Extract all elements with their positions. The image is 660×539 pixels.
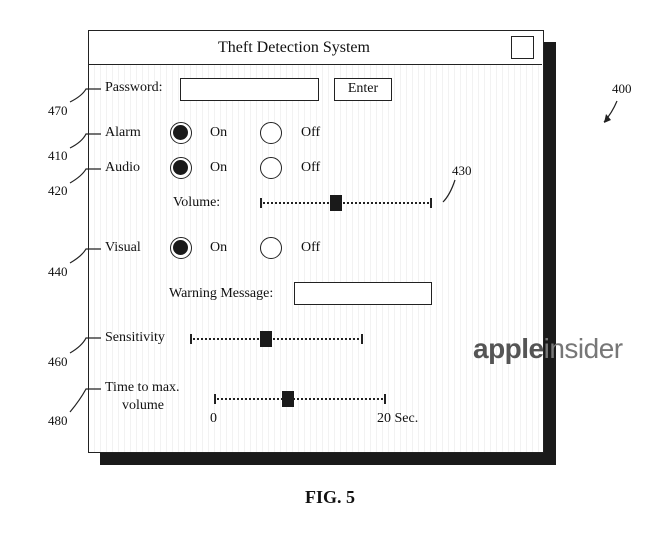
leader-460 [69, 337, 101, 354]
figure-caption: FIG. 5 [304, 487, 355, 507]
password-label: Password: [105, 80, 163, 95]
ref-430: 430 [452, 163, 472, 178]
alarm-off-radio[interactable] [260, 122, 282, 144]
audio-on-label: On [210, 160, 228, 175]
ref-410: 410 [48, 148, 68, 163]
warning-message-label: Warning Message: [169, 286, 274, 301]
sensitivity-slider-thumb[interactable] [260, 331, 273, 347]
leader-480 [69, 388, 101, 413]
sensitivity-slider-end-cap [361, 334, 363, 344]
time-to-max-slider-end-cap [384, 394, 386, 404]
appleinsider-watermark: appleinsider [473, 333, 623, 365]
volume-label: Volume: [173, 195, 221, 210]
ref-420: 420 [48, 183, 68, 198]
leader-410 [69, 133, 101, 149]
time-to-max-slider-thumb[interactable] [281, 391, 294, 407]
leader-430 [442, 179, 456, 203]
audio-label: Audio [105, 160, 140, 175]
arrowhead-400 [604, 114, 611, 123]
enter-button[interactable]: Enter [334, 78, 392, 101]
time-to-max-label-line2: volume [122, 398, 164, 413]
volume-slider-track [260, 202, 432, 206]
theft-detection-window: Theft Detection System Password: Enter A… [88, 30, 544, 453]
alarm-off-label: Off [301, 125, 321, 140]
sensitivity-slider-track [190, 338, 363, 342]
visual-off-radio[interactable] [260, 237, 282, 259]
window-title: Theft Detection System [218, 39, 370, 56]
volume-slider-end-cap [430, 198, 432, 208]
leader-470 [69, 88, 101, 103]
alarm-label: Alarm [105, 125, 141, 140]
volume-slider[interactable] [260, 193, 432, 213]
ref-480: 480 [48, 413, 68, 428]
time-to-max-label-line1: Time to max. [105, 380, 180, 395]
sensitivity-label: Sensitivity [105, 330, 165, 345]
time-to-max-slider[interactable] [214, 389, 386, 409]
audio-off-label: Off [301, 160, 321, 175]
audio-off-radio[interactable] [260, 157, 282, 179]
visual-on-label: On [210, 240, 228, 255]
password-field[interactable] [180, 78, 319, 101]
brand-part-1: apple [473, 333, 544, 364]
title-bar: Theft Detection System [89, 31, 542, 65]
leader-420 [69, 168, 101, 184]
audio-on-radio[interactable] [170, 157, 192, 179]
time-to-max-min-label: 0 [210, 411, 217, 426]
ref-440: 440 [48, 264, 68, 279]
sensitivity-slider[interactable] [190, 329, 363, 349]
ref-400: 400 [612, 81, 632, 96]
visual-label: Visual [105, 240, 141, 255]
leader-440 [69, 248, 101, 264]
visual-off-label: Off [301, 240, 321, 255]
alarm-on-radio[interactable] [170, 122, 192, 144]
time-to-max-max-label: 20 Sec. [377, 411, 419, 426]
alarm-on-label: On [210, 125, 228, 140]
warning-message-field[interactable] [294, 282, 432, 305]
window-close-box[interactable] [511, 36, 534, 59]
visual-on-radio[interactable] [170, 237, 192, 259]
brand-part-2: insider [543, 333, 623, 364]
volume-slider-thumb[interactable] [329, 195, 342, 211]
ref-460: 460 [48, 354, 68, 369]
ref-470: 470 [48, 103, 68, 118]
time-to-max-slider-track [214, 398, 386, 402]
